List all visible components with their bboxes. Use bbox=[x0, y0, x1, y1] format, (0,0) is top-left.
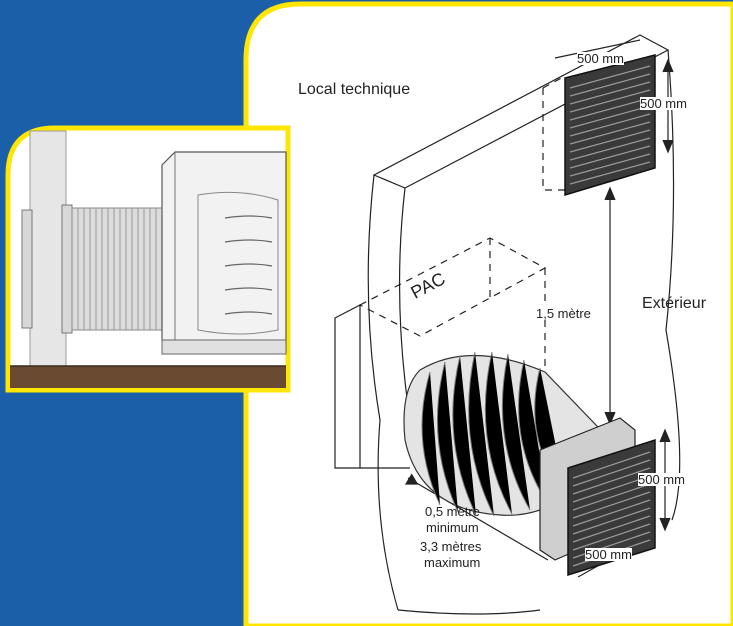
label-local-technique: Local technique bbox=[298, 81, 411, 98]
inset-floor bbox=[10, 366, 286, 388]
label-top-grille-height: 500 mm bbox=[640, 96, 687, 111]
label-top-grille-width: 500 mm bbox=[577, 51, 624, 66]
label-exterieur: Extérieur bbox=[642, 295, 707, 312]
label-max-distance: 3,3 mètres bbox=[420, 539, 482, 554]
label-min-distance: 0,5 mètre bbox=[425, 504, 480, 519]
label-maximum: maximum bbox=[424, 555, 481, 570]
label-minimum: minimum bbox=[426, 520, 479, 535]
bottom-grille bbox=[567, 438, 656, 577]
label-bottom-grille-height: 500 mm bbox=[638, 472, 685, 487]
inset-flex-duct bbox=[71, 207, 163, 331]
label-vertical-distance: 1,5 mètre bbox=[536, 306, 591, 321]
inset-heat-pump bbox=[161, 151, 287, 355]
label-bottom-grille-width: 500 mm bbox=[585, 547, 632, 562]
top-grille bbox=[564, 54, 656, 197]
inset-wall bbox=[29, 130, 67, 367]
